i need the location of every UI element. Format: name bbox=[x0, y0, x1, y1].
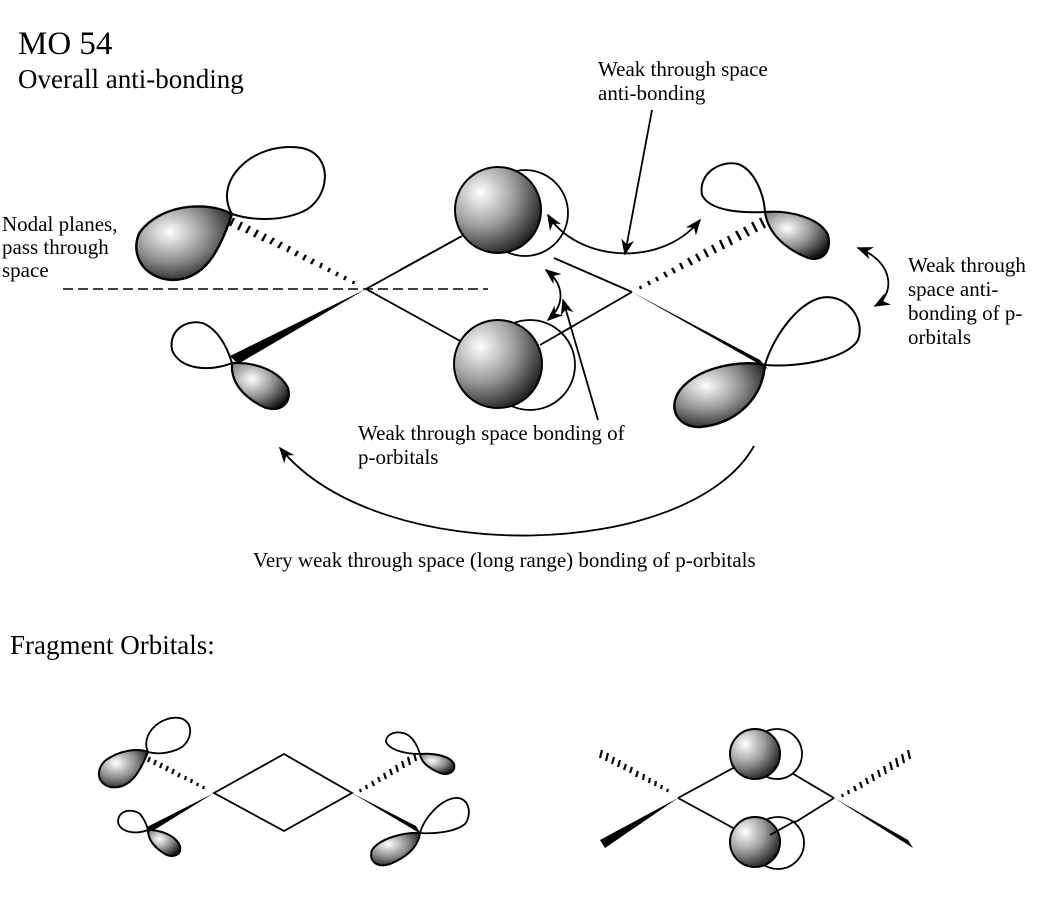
fragment1-lobe-shaded bbox=[98, 749, 150, 789]
fragment1-lobe-empty bbox=[418, 797, 470, 835]
hashed-bond-right bbox=[638, 217, 767, 290]
fragment2-hashed-left bbox=[598, 749, 670, 793]
label-line: anti-bonding bbox=[598, 81, 706, 105]
sphere-orbital-upper bbox=[454, 166, 569, 257]
fragment1-wedge-left bbox=[147, 793, 214, 832]
ring-bond-over bbox=[539, 324, 576, 346]
fragment1-lobe-shaded bbox=[146, 828, 182, 857]
mo-subtitle: Overall anti-bonding bbox=[18, 64, 244, 94]
fragment-p-orbitals bbox=[98, 716, 470, 867]
arrow-bonding-p-pointer bbox=[560, 298, 599, 421]
label-long-range-bonding: Very weak through space (long range) bon… bbox=[253, 548, 756, 572]
label-line: Weak through bbox=[908, 253, 1026, 277]
fragment1-ring bbox=[212, 752, 354, 833]
fragment2-hashed-right bbox=[840, 749, 912, 798]
fragment1-lobe-shaded bbox=[370, 831, 422, 867]
label-anti-bonding-p: Weak through space anti- bonding of p- o… bbox=[908, 253, 1026, 349]
p-orbital-upper-left bbox=[135, 145, 326, 282]
fragment2-bond-over bbox=[769, 820, 796, 836]
fragment2-wedge-left bbox=[600, 798, 678, 848]
label-line: pass through bbox=[2, 235, 109, 259]
p-orbital-upper-right bbox=[700, 162, 830, 260]
fragment1-lobe-shaded bbox=[418, 752, 456, 775]
label-line: bonding of p- bbox=[908, 301, 1023, 325]
wedge-bond-left bbox=[230, 289, 366, 364]
label-line: Nodal planes, bbox=[2, 212, 118, 236]
fragment1-wedge-right bbox=[352, 793, 421, 834]
arrow-long-range-arc bbox=[278, 445, 755, 537]
fragment1-lobe-empty bbox=[117, 809, 150, 834]
wedge-bond-right bbox=[632, 292, 768, 369]
label-bonding-p: Weak through space bonding of p-orbitals bbox=[358, 421, 625, 469]
fragment2-sphere-lower bbox=[729, 816, 781, 868]
hashed-bond-left bbox=[228, 217, 356, 285]
label-line: Weak through space bbox=[598, 57, 768, 81]
fragment2-wedge-right bbox=[834, 798, 913, 848]
fragment2-sphere-upper bbox=[729, 728, 781, 780]
fragment1-lobe-empty bbox=[385, 731, 422, 755]
arrow-anti-bonding-p-curve bbox=[856, 247, 891, 307]
arrow-bonding-p-curve bbox=[544, 268, 564, 322]
mo-title: MO 54 bbox=[18, 26, 113, 62]
label-line: orbitals bbox=[908, 325, 971, 349]
arrow-anti-bonding-pointer bbox=[621, 109, 653, 256]
fragment1-hashed-right bbox=[358, 752, 418, 793]
sphere-orbital-lower bbox=[453, 319, 576, 411]
p-orbital-lower-right bbox=[673, 296, 861, 429]
arrow-anti-bonding-curve bbox=[547, 213, 702, 255]
fragment1-hashed-left bbox=[146, 756, 206, 790]
p-orbital-lower-left bbox=[170, 321, 290, 411]
label-weak-anti-bonding: Weak through space anti-bonding bbox=[598, 57, 768, 105]
label-line: p-orbitals bbox=[358, 445, 439, 469]
ring-bond-left-upper bbox=[399, 235, 463, 271]
label-nodal-planes: Nodal planes, pass through space bbox=[2, 213, 117, 282]
fragment-spheres bbox=[598, 728, 913, 870]
fragment1-lobe-empty bbox=[145, 716, 191, 755]
label-line: space bbox=[2, 258, 49, 282]
fragment-orbitals-heading: Fragment Orbitals: bbox=[10, 630, 215, 660]
label-line: space anti- bbox=[908, 277, 999, 301]
label-line: Weak through space bonding of bbox=[358, 421, 625, 445]
